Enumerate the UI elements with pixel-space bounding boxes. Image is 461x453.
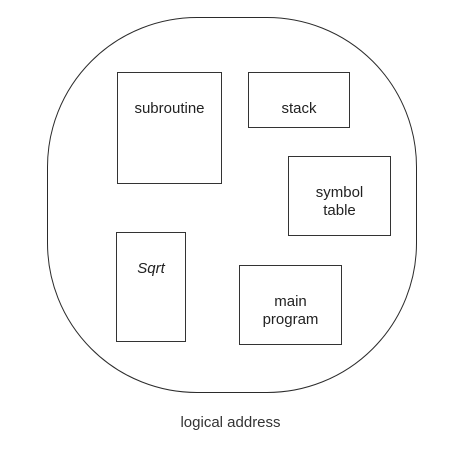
logical-address-space [47, 17, 417, 393]
segment-stack: stack [248, 72, 350, 128]
segment-main-program: main program [239, 265, 342, 345]
segment-subroutine: subroutine [117, 72, 222, 184]
segment-symbol-table-label: symbol table [315, 184, 364, 219]
segment-stack-label: stack [281, 100, 317, 117]
segment-sqrt: Sqrt [116, 232, 186, 342]
segment-sqrt-label: Sqrt [137, 260, 165, 277]
segment-symbol-table: symbol table [288, 156, 391, 236]
segment-subroutine-label: subroutine [134, 100, 205, 117]
segment-main-program-label: main program [262, 293, 319, 328]
diagram-caption: logical address [180, 414, 281, 431]
